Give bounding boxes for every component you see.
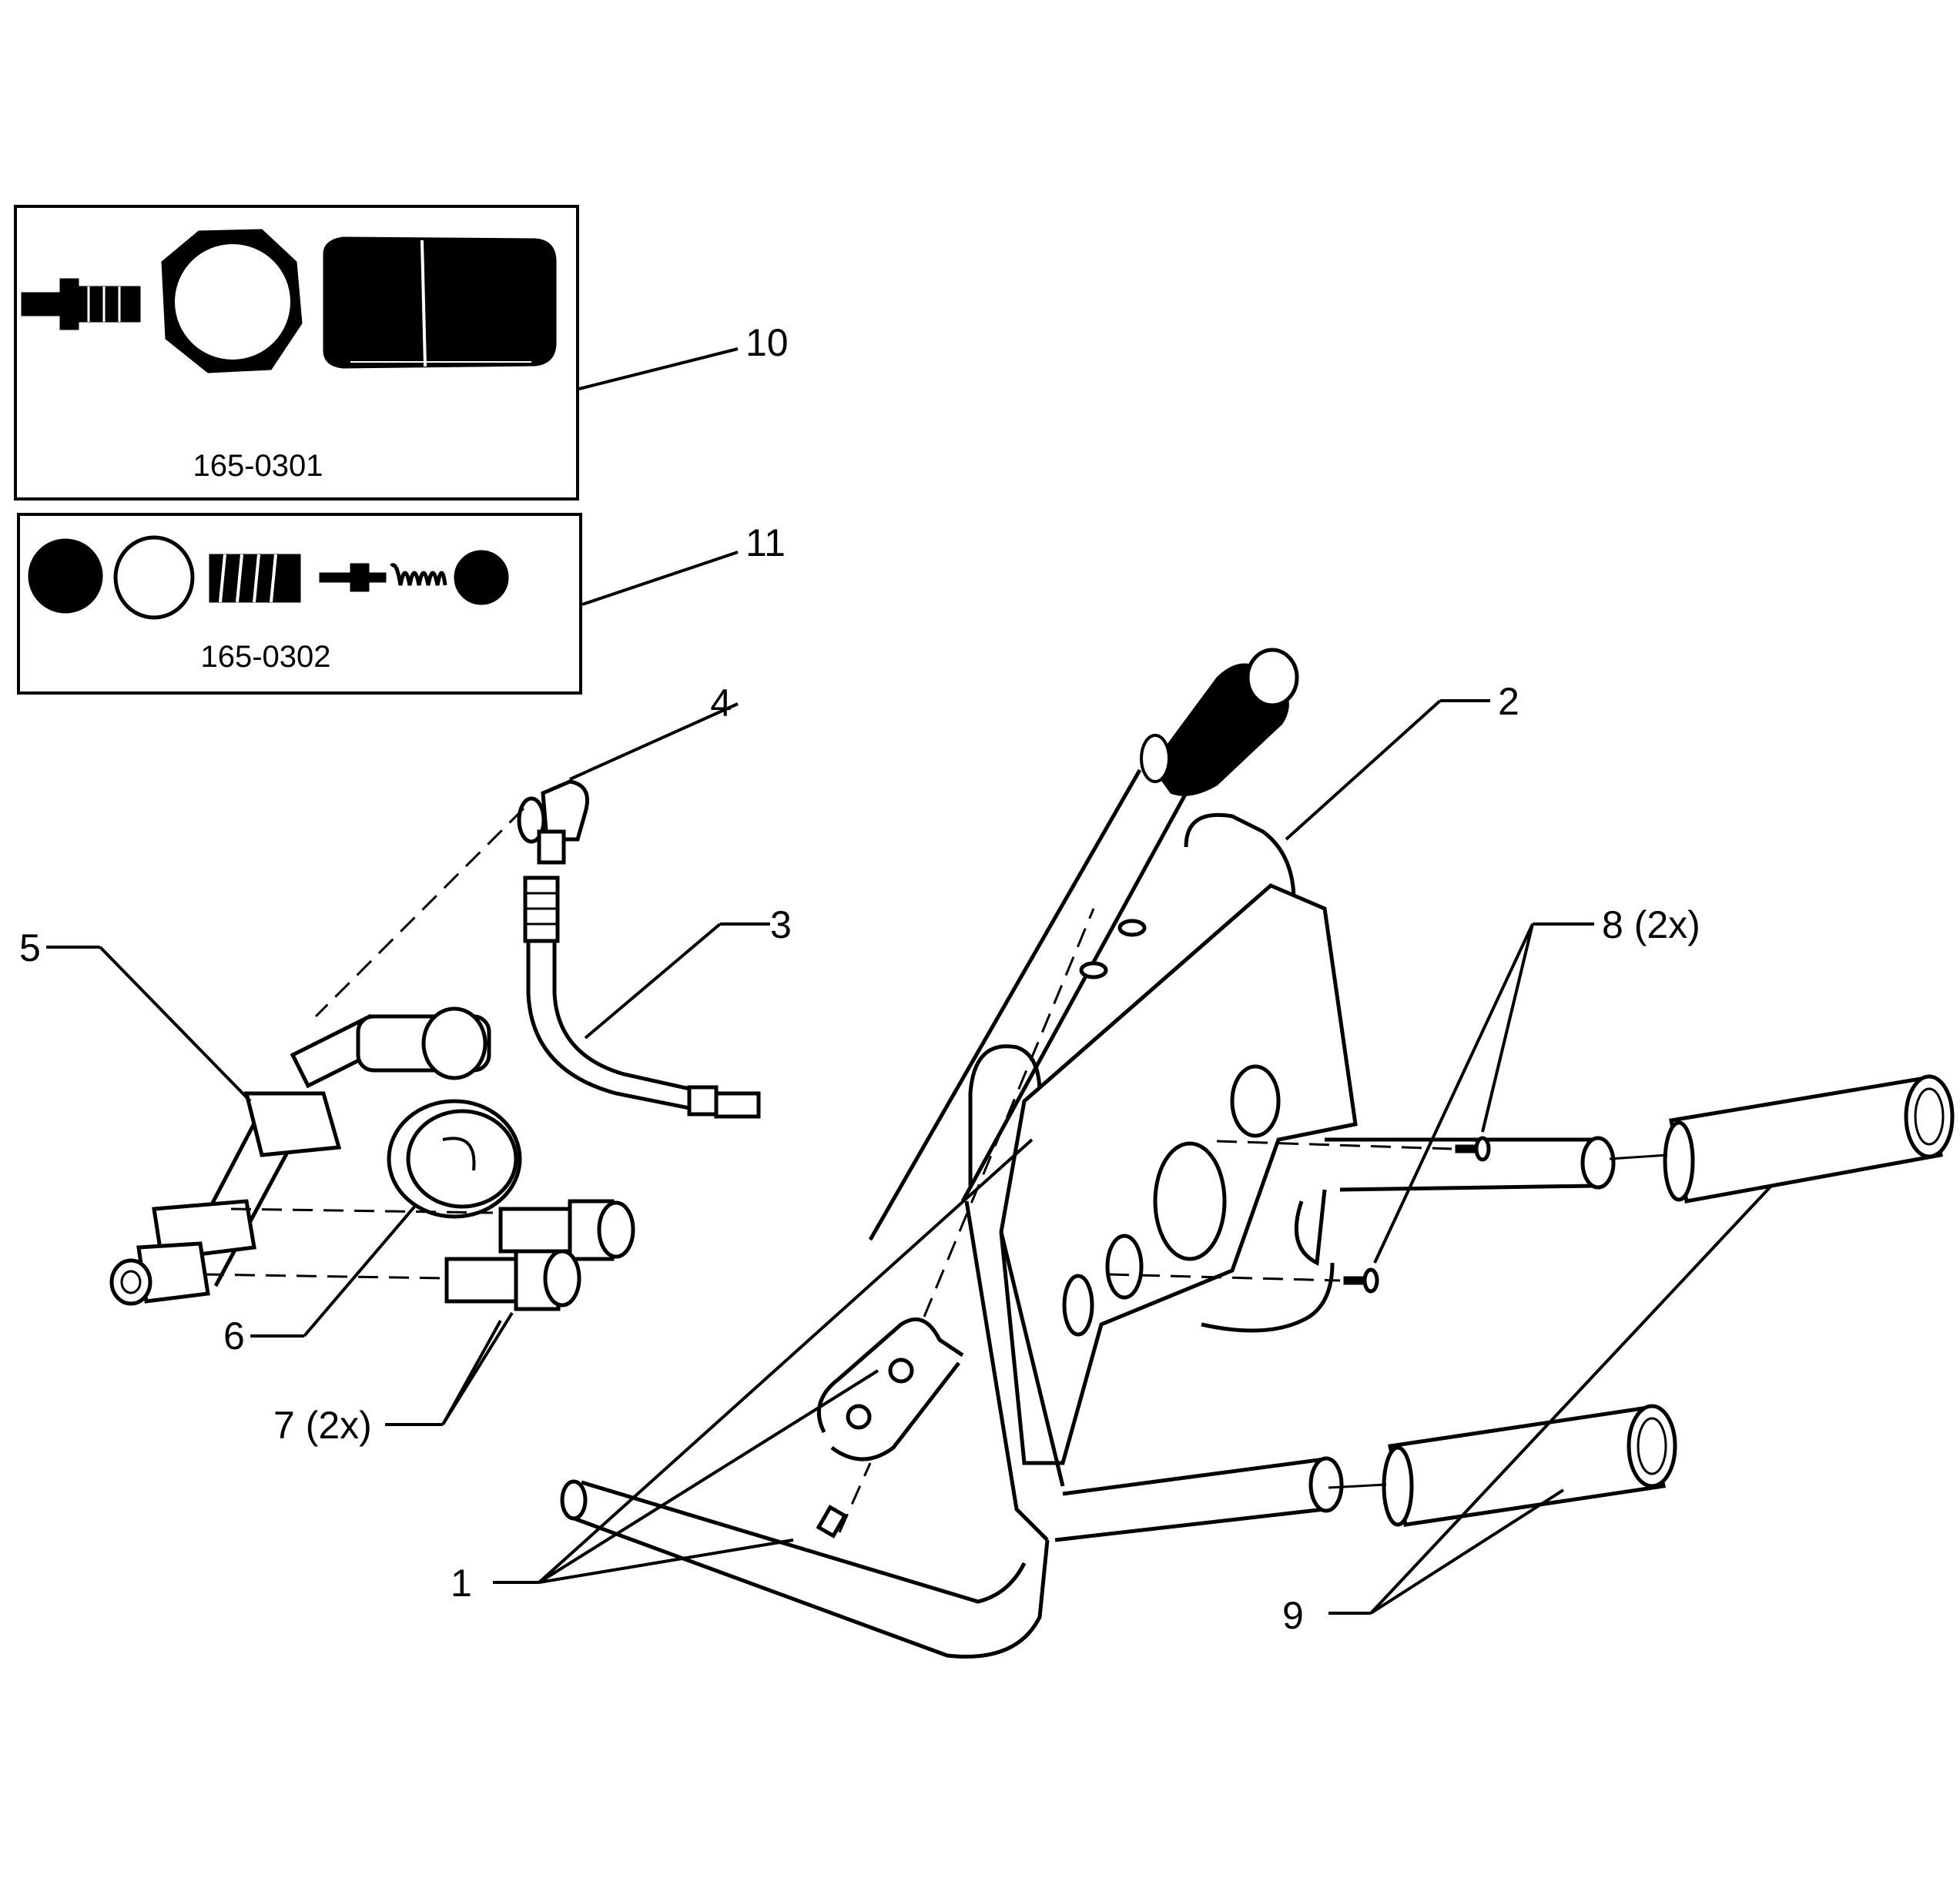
- leader-1c: [538, 1138, 1034, 1584]
- leader-11: [581, 551, 739, 606]
- leader-4: [569, 702, 739, 781]
- leader-2: [1285, 699, 1442, 841]
- coupler-lower: [444, 1249, 581, 1311]
- leader-1b: [538, 1369, 879, 1584]
- kit10-nut-icon: [161, 229, 303, 373]
- kit11-valve-stem-icon: [319, 563, 387, 592]
- kit11-ball-icon: [454, 550, 509, 605]
- leader-7b: [441, 1311, 514, 1426]
- callout-7: 7 (2x): [273, 1404, 372, 1447]
- elbow-fitting: [517, 779, 589, 865]
- callout-8: 8 (2x): [1602, 903, 1700, 946]
- callout-10: 10: [745, 321, 789, 364]
- kit11-spring-icon: [209, 554, 301, 603]
- kit10-part-number: 165-0301: [193, 449, 323, 483]
- callout-6: 6: [223, 1314, 245, 1358]
- handle-grip: [1140, 648, 1299, 796]
- kit11-part-number: 165-0302: [200, 640, 330, 674]
- callout-11: 11: [745, 521, 786, 564]
- leader-9b: [1369, 1488, 1565, 1615]
- leader-1a: [538, 1538, 794, 1584]
- leader-8a: [1481, 923, 1534, 1133]
- pressure-gauge: [387, 1099, 522, 1219]
- manifold-assembly: [109, 1006, 491, 1306]
- leader-5: [99, 946, 252, 1103]
- leader-8b: [1373, 923, 1534, 1264]
- callout-2: 2: [1498, 680, 1519, 723]
- callout-4: 4: [710, 681, 732, 725]
- kit-box-165-0301: 165-0301: [14, 205, 579, 501]
- kit10-fitting-icon: [21, 278, 141, 330]
- screw-upper: [1455, 1136, 1491, 1162]
- foam-grip-upper: [1663, 1074, 1955, 1204]
- leader-10: [578, 347, 739, 390]
- kit11-oring-icon: [113, 535, 195, 620]
- foam-grip-lower: [1382, 1404, 1677, 1527]
- callout-9: 9: [1282, 1594, 1304, 1637]
- hose-assembly: [523, 876, 761, 1119]
- callout-3: 3: [770, 903, 792, 946]
- kit11-seal-icon: [28, 538, 103, 614]
- kit11-small-spring-icon: [390, 563, 447, 586]
- screw-lower: [1343, 1267, 1379, 1294]
- callout-5: 5: [19, 926, 41, 969]
- kit10-strainer-icon: [323, 236, 557, 369]
- leader-6: [303, 1204, 417, 1338]
- callout-1: 1: [451, 1562, 472, 1605]
- leader-3: [584, 922, 722, 1040]
- leader-9a: [1369, 1184, 1773, 1615]
- kit-box-165-0302: 165-0302: [17, 513, 582, 695]
